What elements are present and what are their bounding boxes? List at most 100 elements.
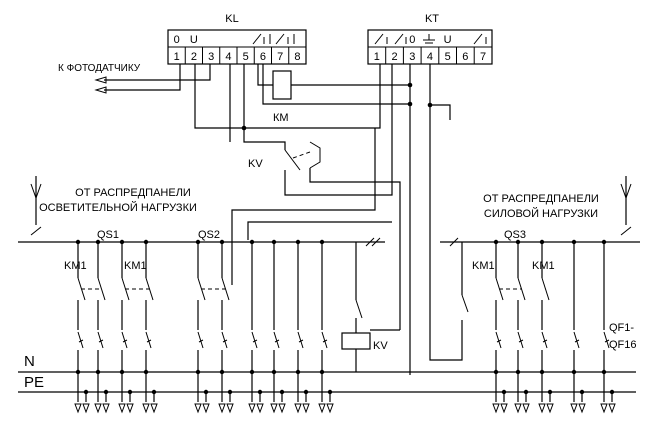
arrow-left-icon: [94, 76, 107, 84]
kv-label-top: KV: [248, 158, 263, 170]
arrow-down-icon: [538, 403, 546, 414]
breaker-icon: [77, 331, 84, 349]
relay_kt-top-label-3: 0: [409, 34, 415, 46]
breaker-icon: [97, 331, 104, 349]
relay-kt-contact-icon: [374, 33, 388, 45]
feeder-3: [118, 300, 134, 414]
relay_kl-pin-8: 8: [294, 51, 300, 63]
arrow-down-icon: [94, 403, 102, 414]
breaker-icon: [297, 331, 304, 349]
relay-kt-title: KT: [425, 13, 439, 25]
arrow-down-icon: [194, 403, 202, 414]
switch-group: [539, 239, 550, 301]
arrow-down-icon: [226, 403, 234, 414]
arrow-down-icon: [522, 403, 530, 414]
switch-labels: QS1 QS2 QS3 KM1 KM1 KM1 KM1 KV QF1- QF16: [64, 229, 637, 352]
relay_kl-pin-4: 4: [225, 51, 231, 63]
arrow-down-icon: [150, 403, 158, 414]
relay-kl-contact-icon: [252, 33, 271, 45]
kv-contact-icon: [284, 149, 301, 171]
relay_kt-pin-3: 3: [409, 51, 415, 63]
kv-coil-label: KV: [373, 340, 388, 352]
breaker-icon: [221, 331, 228, 349]
breaker-icon: [495, 331, 502, 349]
feeder-10: [318, 300, 334, 414]
arrow-down-icon: [570, 403, 578, 414]
bus-pe-label: PE: [24, 374, 44, 391]
arrow-down-icon: [142, 403, 150, 414]
relay_kt-pin-6: 6: [462, 51, 468, 63]
feeder-2: [94, 300, 110, 414]
arrow-down-icon: [500, 403, 508, 414]
supply-arrow-icon: [620, 183, 632, 200]
relay_kl-pin-1: 1: [174, 51, 180, 63]
breaker-icon: [251, 331, 258, 349]
kv-contact-icon: [309, 141, 321, 169]
km1-label-b: KM1: [124, 260, 147, 272]
arrow-down-icon: [126, 403, 134, 414]
arrow-down-icon: [294, 403, 302, 414]
feeder-12: [514, 300, 530, 414]
feeder-6: [218, 300, 234, 414]
power-panel-label-2: СИЛОВОЙ НАГРУЗКИ: [484, 207, 598, 220]
qf-label-2: QF16: [609, 339, 637, 351]
qs1-label: QS1: [97, 229, 119, 241]
arrow-down-icon: [218, 403, 226, 414]
qs2-label: QS2: [198, 229, 220, 241]
breaker-icon: [541, 331, 548, 349]
breaker-icon: [121, 331, 128, 349]
relay_kt-pin-2: 2: [391, 51, 397, 63]
feeder-8: [270, 300, 286, 414]
relay_kt-pin-4: 4: [427, 51, 433, 63]
arrow-down-icon: [270, 403, 278, 414]
arrow-down-icon: [608, 403, 616, 414]
supply-lighting: ОТ РАСПРЕДПАНЕЛИ ОСВЕТИТЕЛЬНОЙ НАГРУЗКИ: [30, 176, 197, 236]
breaker-icon: [321, 331, 328, 349]
bus-n-label: N: [24, 353, 35, 370]
relay-kl-title: KL: [225, 13, 238, 25]
km1-label-c: KM1: [472, 260, 495, 272]
power-panel-label-1: ОТ РАСПРЕДПАНЕЛИ: [483, 193, 599, 205]
arrow-down-icon: [82, 403, 90, 414]
feeder-7: [248, 300, 264, 414]
relay-kl-contact-icon: [275, 33, 295, 45]
qs3-label: QS3: [504, 229, 526, 241]
breaker-icon: [603, 331, 610, 349]
supply-arrow-icon: [30, 183, 42, 200]
relay_kt-pin-7: 7: [480, 51, 486, 63]
relay-kt-contact-icon: [394, 33, 407, 45]
relay_kt-pin-5: 5: [445, 51, 451, 63]
switch-group: [195, 239, 230, 301]
arrow-down-icon: [578, 403, 586, 414]
breaker-icon: [197, 331, 204, 349]
feeder-1: [74, 300, 90, 414]
photo-sensor-label: К ФОТОДАТЧИКУ: [58, 63, 141, 74]
relay_kl-pin-5: 5: [243, 51, 249, 63]
breaker-icon: [145, 331, 152, 349]
switch-group: [119, 239, 154, 301]
arrow-down-icon: [202, 403, 210, 414]
qf-label-1: QF1-: [609, 322, 634, 334]
relay_kt-top-label-5: U: [444, 34, 452, 46]
kv-coil: [341, 332, 371, 350]
supply-power: ОТ РАСПРЕДПАНЕЛИ СИЛОВОЙ НАГРУЗКИ: [483, 176, 632, 236]
km1-label-a: KM1: [64, 260, 87, 272]
feeder-14: [570, 300, 586, 414]
feeder-4: [142, 300, 158, 414]
relay_kt-pin-1: 1: [374, 51, 380, 63]
arrow-down-icon: [248, 403, 256, 414]
arrow-down-icon: [318, 403, 326, 414]
feeder-11: [492, 300, 508, 414]
arrow-down-icon: [74, 403, 82, 414]
arrow-down-icon: [546, 403, 554, 414]
feeder-13: [538, 300, 554, 414]
lighting-panel-label-2: ОСВЕТИТЕЛЬНОЙ НАГРУЗКИ: [39, 201, 197, 214]
km1-label-d: KM1: [532, 260, 555, 272]
relay_kl-pin-7: 7: [277, 51, 283, 63]
feeder-5: [194, 300, 210, 414]
photo-sensor-wiring: К ФОТОДАТЧИКУ: [58, 63, 211, 94]
relay_kl-top-label-2: U: [190, 34, 198, 46]
arrow-down-icon: [514, 403, 522, 414]
